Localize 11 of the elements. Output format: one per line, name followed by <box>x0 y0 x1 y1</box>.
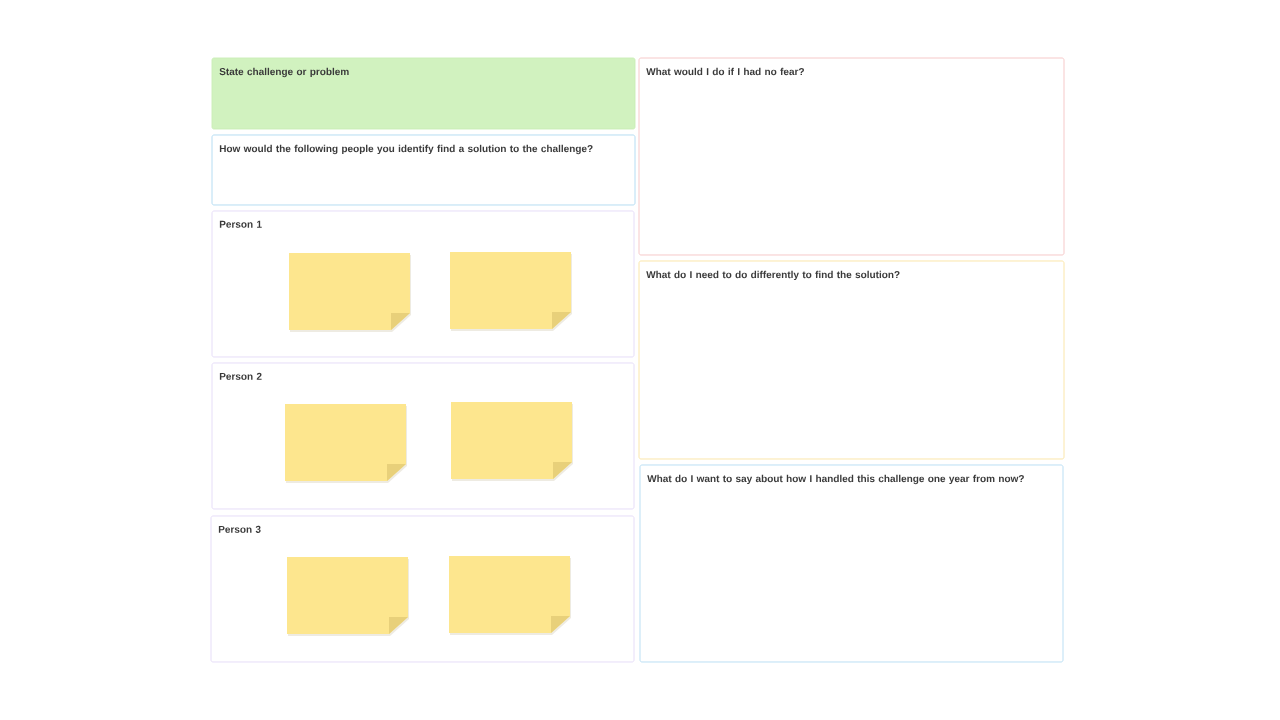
prompt-box: What do I need to do differently to find the solution? <box>638 260 1065 460</box>
sticky-note <box>285 404 407 483</box>
sticky-note <box>289 253 411 332</box>
prompt-box: What do I want to say about how I handled this challenge one year from now? <box>639 464 1064 663</box>
sticky-note <box>450 252 572 331</box>
prompt-box: What would I do if I had no fear? <box>638 57 1065 256</box>
prompt-box: How would the following people you identify find a solution to the challenge? <box>211 134 636 206</box>
sticky-note <box>451 402 573 481</box>
sticky-note <box>287 557 409 636</box>
prompt-box: State challenge or problem <box>211 57 636 130</box>
sticky-note <box>449 556 571 635</box>
